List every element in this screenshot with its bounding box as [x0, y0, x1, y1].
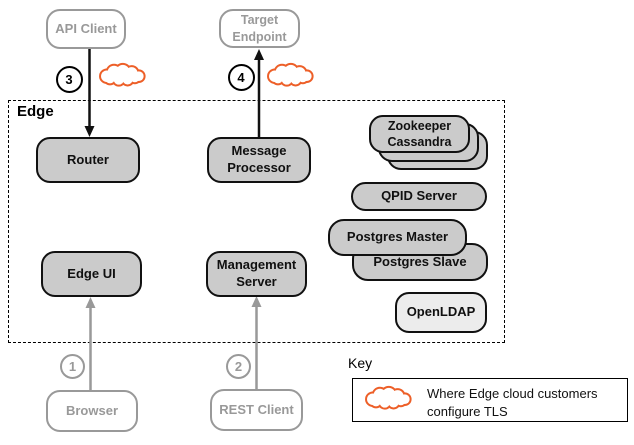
node-browser-label: Browser	[65, 402, 119, 418]
node-message-processor-label-line2: Processor	[227, 160, 291, 175]
node-management-server-label-line1: Management	[216, 257, 297, 273]
step-2-badge: 2	[226, 354, 251, 379]
tls-cloud-icon	[99, 62, 146, 87]
step-4-number: 4	[237, 70, 245, 85]
arrowhead-message-processor-to-target	[254, 49, 264, 60]
node-openldap: OpenLDAP	[395, 292, 487, 333]
node-api-client-label: API Client	[55, 20, 117, 36]
edge-zone-label: Edge	[17, 103, 54, 120]
node-cassandra-label: Cassandra	[387, 135, 452, 149]
node-browser: Browser	[46, 390, 138, 432]
node-qpid-server: QPID Server	[351, 182, 487, 211]
node-router-label: Router	[67, 151, 109, 167]
node-postgres-master-label: Postgres Master	[346, 229, 449, 245]
tls-cloud-icon	[365, 385, 412, 410]
node-target-endpoint: Target Endpoint	[219, 9, 300, 48]
step-4-badge: 4	[227, 64, 255, 91]
step-1-badge: 1	[60, 354, 85, 379]
node-qpid-server-label: QPID Server	[381, 188, 457, 204]
node-rest-client: REST Client	[210, 389, 303, 431]
step-3-badge: 3	[55, 65, 83, 93]
node-rest-client-label: REST Client	[219, 401, 294, 417]
node-router: Router	[36, 137, 140, 183]
node-message-processor-label-line1: Message	[231, 143, 287, 159]
key-note: Where Edge cloud customers configure TLS	[427, 385, 598, 420]
step-2-number: 2	[234, 359, 243, 374]
step-3-number: 3	[65, 71, 73, 87]
node-edge-ui-label: Edge UI	[67, 265, 116, 281]
node-target-endpoint-label-line2: Endpoint	[232, 29, 287, 44]
node-openldap-label: OpenLDAP	[406, 304, 476, 320]
key-note-line2: configure TLS	[427, 403, 508, 419]
node-message-processor: Message Processor	[207, 137, 311, 183]
tls-cloud-icon	[267, 62, 314, 87]
node-management-server-label-line2: Server	[236, 274, 277, 289]
node-zookeeper-label: Zookeeper	[387, 118, 452, 133]
key-title: Key	[348, 355, 373, 371]
node-postgres-slave-label: Postgres Slave	[373, 253, 467, 269]
key-note-line1: Where Edge cloud customers	[427, 386, 598, 401]
node-api-client: API Client	[46, 9, 126, 49]
node-zookeeper-cassandra: Zookeeper Cassandra	[369, 115, 470, 153]
step-1-number: 1	[68, 359, 77, 374]
node-target-endpoint-label-line1: Target	[240, 13, 279, 28]
node-postgres-master: Postgres Master	[328, 219, 467, 256]
node-management-server: Management Server	[206, 251, 307, 297]
node-edge-ui: Edge UI	[41, 251, 142, 297]
